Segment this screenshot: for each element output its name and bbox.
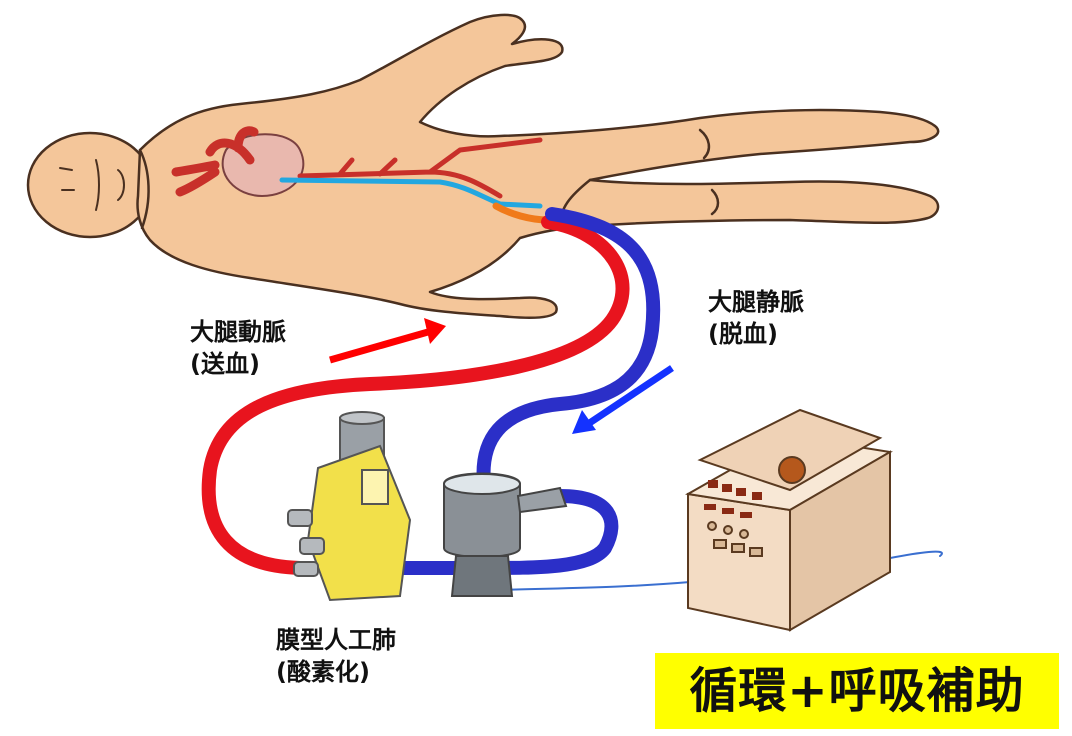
patient-torso — [136, 13, 940, 319]
patient-body — [26, 13, 940, 319]
pump-base — [450, 555, 514, 597]
aorta-descending — [297, 137, 543, 199]
pump-outlet — [516, 486, 568, 514]
oxygenator-role: (酸素化) — [276, 658, 370, 686]
ecmo-tubing — [201, 207, 943, 591]
femoral-artery-role: (送血) — [190, 350, 260, 378]
arterial-return-tube — [201, 215, 630, 575]
oxygenator-label: 膜型人工肺 (酸素化) — [276, 624, 396, 688]
venous-drainage-tube — [476, 207, 661, 491]
oxygenator-ports — [287, 509, 325, 577]
oxygenator-window — [361, 469, 389, 505]
arterial-flow-arrow — [329, 318, 446, 364]
centrifugal-pump — [443, 472, 568, 597]
flow-arrows — [329, 318, 674, 434]
venous-flow-arrow — [572, 365, 674, 434]
console-panel — [697, 408, 883, 492]
vena-cava — [279, 177, 543, 209]
console-cable — [499, 550, 943, 591]
patient-head — [26, 131, 154, 239]
console-lower-controls — [707, 521, 763, 557]
oxygenator-name: 膜型人工肺 — [276, 626, 396, 654]
patient-brow — [95, 159, 100, 211]
aorta-arch — [171, 126, 259, 197]
patient-knee-2 — [710, 188, 720, 216]
membrane-oxygenator — [287, 411, 412, 602]
control-console — [685, 408, 893, 632]
console-side — [789, 450, 891, 632]
console-front — [687, 492, 791, 632]
patient-knee — [698, 128, 711, 160]
caption-text: 循環+呼吸補助 — [689, 663, 1025, 719]
patient-ear — [117, 169, 125, 201]
caption-background — [655, 653, 1059, 729]
console-knob — [778, 456, 806, 484]
femoral-vein-name: 大腿静脈 — [708, 288, 804, 316]
femoral-artery-label: 大腿動脈 (送血) — [190, 316, 286, 380]
femoral-vein-role: (脱血) — [708, 320, 778, 348]
heart-and-vessels — [171, 126, 552, 224]
patient-neck-line — [138, 148, 150, 230]
patient-eye — [59, 167, 75, 191]
femoral-artery-name: 大腿動脈 — [190, 318, 286, 346]
pump-top — [443, 473, 521, 495]
femoral-vein-label: 大腿静脈 (脱血) — [708, 286, 804, 350]
pump-to-oxygenator-tube — [393, 489, 619, 575]
oxygenator-body — [306, 444, 412, 602]
console-buttons — [704, 480, 762, 518]
